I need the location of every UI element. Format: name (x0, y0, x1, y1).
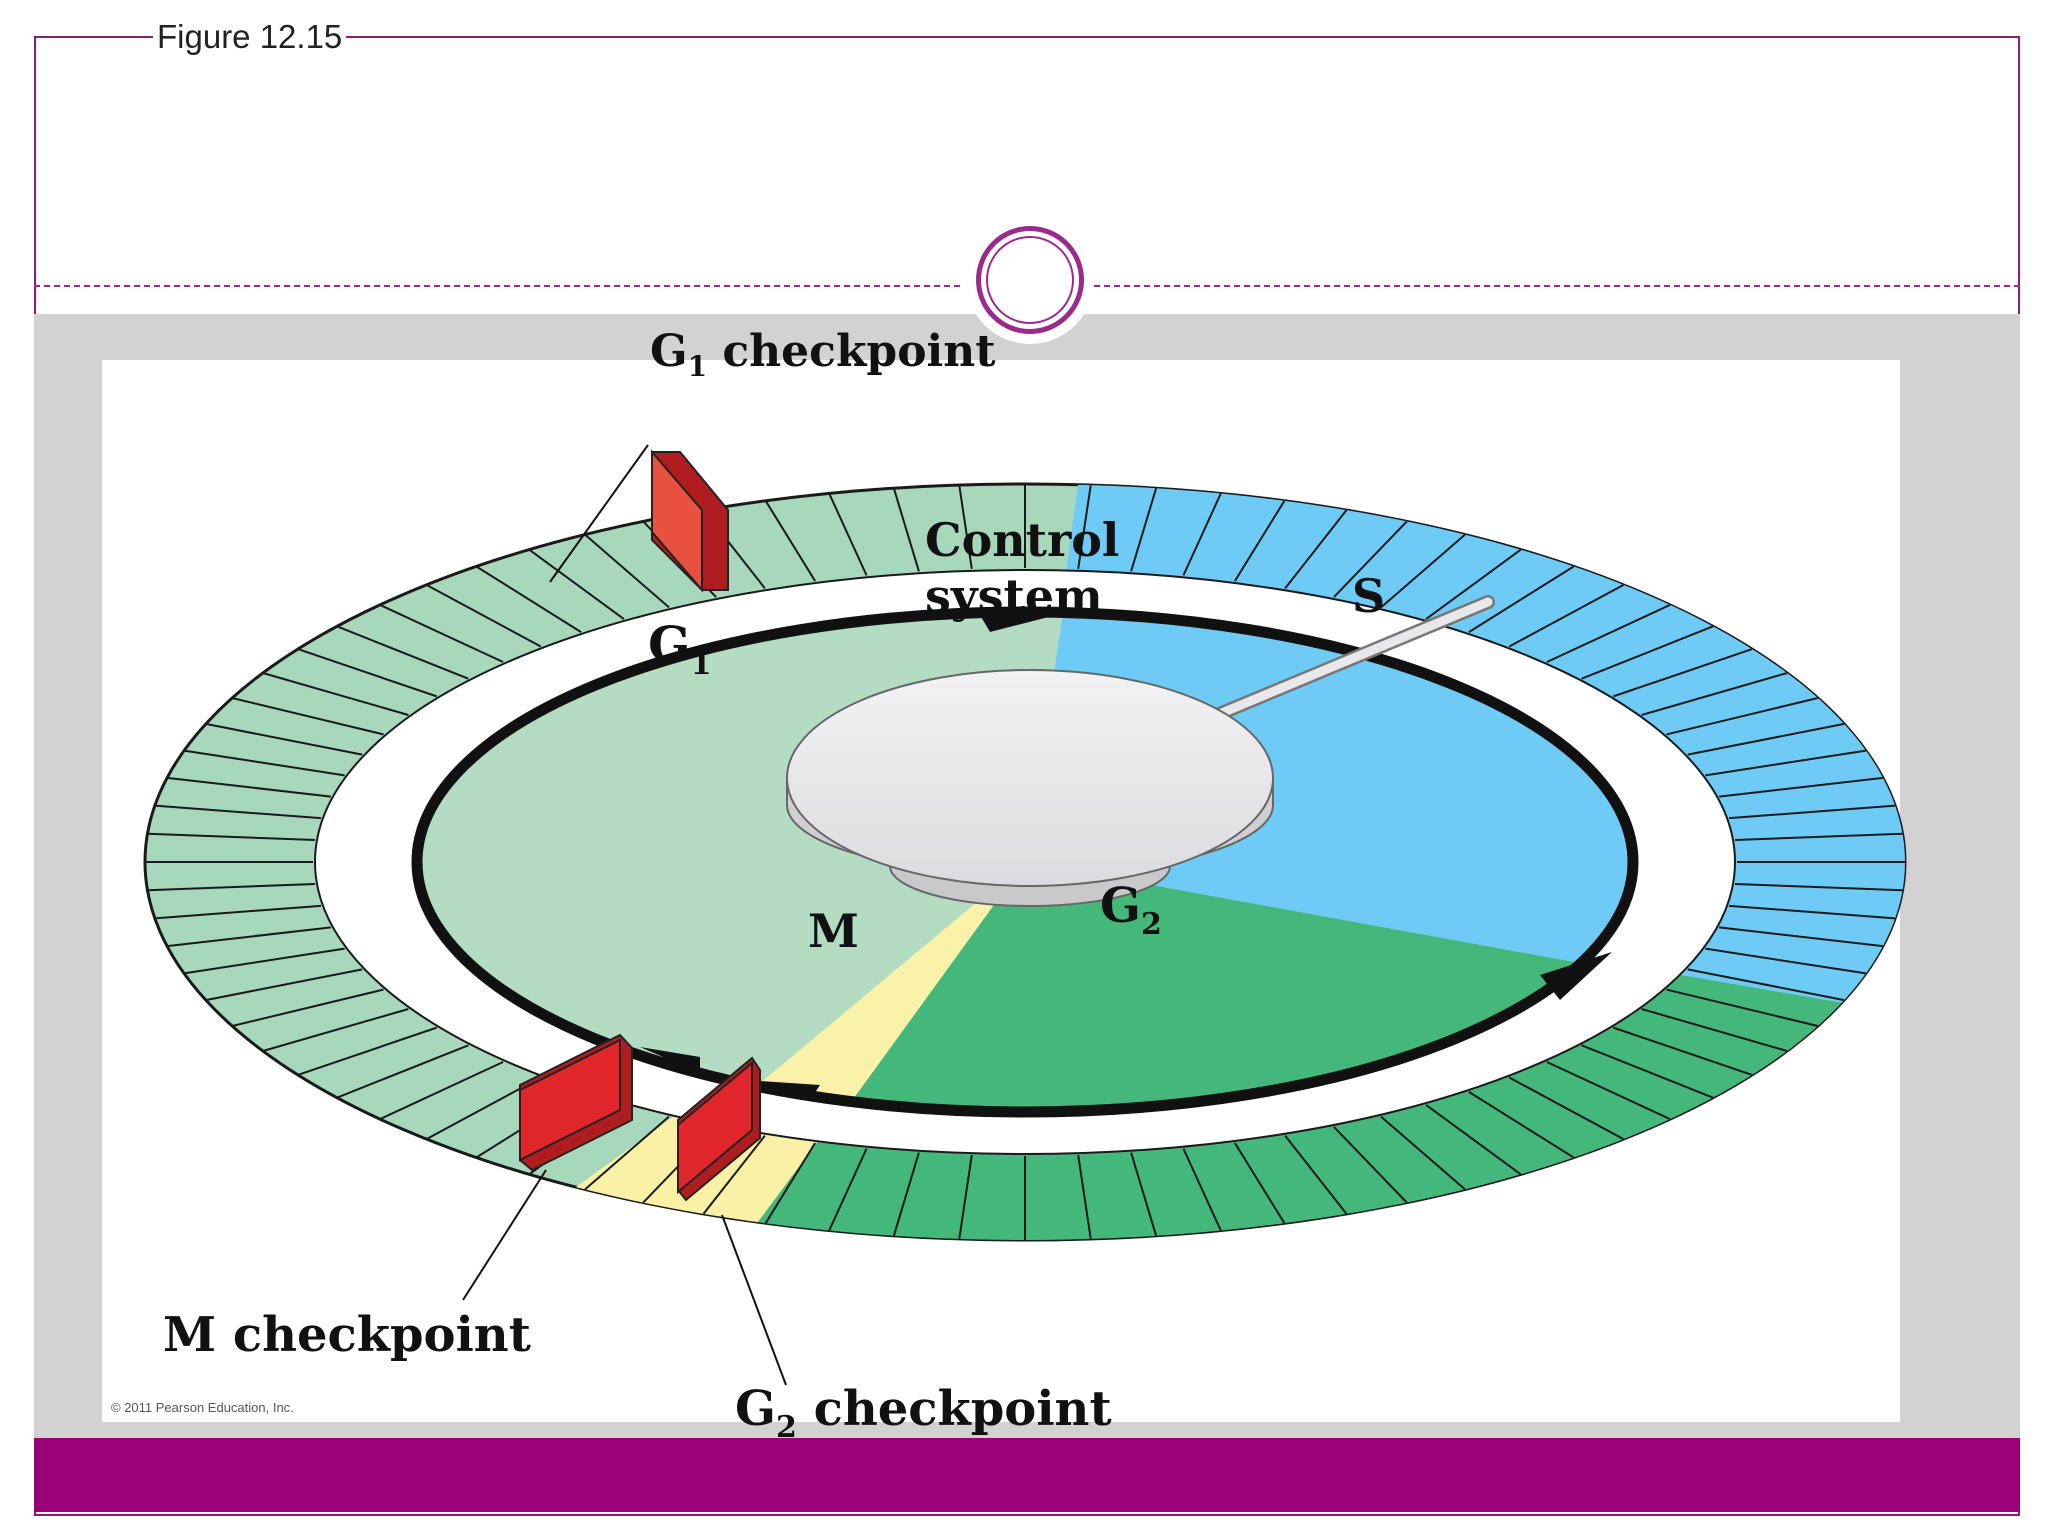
copyright-credit: © 2011 Pearson Education, Inc. (111, 1400, 294, 1415)
inner-m-sector (620, 862, 1025, 1114)
ring-tick (1705, 749, 1867, 777)
ring-tick (1612, 1026, 1753, 1076)
ring-tick (379, 603, 504, 663)
ring-tick (183, 749, 345, 777)
ring-tick (958, 1155, 973, 1240)
ring-tick (1284, 1135, 1348, 1215)
ring-tick (1130, 1152, 1158, 1237)
ring-tick (1581, 625, 1714, 680)
ring-tick (1182, 493, 1222, 576)
ring-tick (1468, 565, 1575, 633)
ring-tick (1333, 520, 1408, 598)
ring-tick (379, 1061, 504, 1121)
ring-tick (1077, 1155, 1092, 1240)
g2-phase-label: G2 (1100, 878, 1162, 942)
ring-tick (1666, 697, 1819, 736)
ring-tick (828, 493, 868, 576)
ring-tick (183, 947, 345, 975)
ring-tick (584, 1115, 670, 1191)
ring-tick (297, 1026, 438, 1076)
footer-bar (34, 1438, 2020, 1512)
ring-tick (425, 584, 542, 648)
ring-tick (1687, 968, 1845, 1002)
ring-tick (1581, 1044, 1714, 1099)
ring-tick (1380, 533, 1466, 609)
ring-tick (1719, 776, 1884, 798)
m-phase-label: M (808, 904, 859, 958)
ring-tick (892, 487, 920, 572)
ring-tick (166, 776, 331, 798)
ring-tick (475, 565, 582, 633)
ring-tick (828, 1148, 868, 1231)
figure-label: Figure 12.15 (153, 18, 347, 56)
ring-tick (1333, 1126, 1408, 1204)
ring-tick (892, 1152, 920, 1237)
ring-tick (1687, 722, 1845, 756)
ring-tick (231, 988, 384, 1027)
ring-tick (1425, 1104, 1522, 1176)
ring-tick (205, 722, 363, 756)
ring-tick (764, 500, 816, 582)
ring-tick (1508, 1076, 1625, 1140)
ring-tick (1130, 487, 1158, 572)
ring-tick (262, 672, 409, 716)
ring-tick (1734, 832, 1903, 842)
control-system-label-line1: Control (925, 513, 1119, 567)
header-divider-right (1094, 285, 2020, 287)
ring-tick (958, 484, 973, 569)
s-phase-label: S (1352, 569, 1385, 623)
ring-tick (205, 968, 363, 1002)
ring-tick (1425, 548, 1522, 620)
ring-tick (1380, 1115, 1466, 1191)
ring-tick (1641, 672, 1788, 716)
ring-tick (528, 548, 625, 620)
cycle-arrow-track (411, 606, 1639, 1118)
ring-tick (336, 625, 469, 680)
ring-tick (1077, 484, 1092, 569)
leader-lines (462, 444, 787, 1386)
g1-checkpoint-label: G1 checkpoint (650, 326, 996, 383)
ring-tick (154, 904, 322, 920)
ring-tick (1641, 1008, 1788, 1052)
control-system-label-line2: system (925, 569, 1103, 623)
control-system-hub (786, 595, 1495, 907)
ring-tick (147, 882, 316, 892)
ring-tick (1666, 988, 1819, 1027)
ring-tick (1182, 1148, 1222, 1231)
header-ornament-inner-ring (986, 236, 1074, 324)
ring-tick (1234, 500, 1286, 582)
ring-tick (1234, 1142, 1286, 1224)
header-divider-left (34, 285, 960, 287)
m-checkpoint-gate (519, 1033, 633, 1172)
ring-tick (1705, 947, 1867, 975)
ring-tick (147, 832, 316, 842)
ring-tick (154, 804, 322, 820)
ring-tick (166, 926, 331, 948)
ring-tick (764, 1142, 816, 1224)
m-checkpoint-label: M checkpoint (163, 1307, 531, 1363)
g1-checkpoint-gate (651, 449, 729, 593)
ring-tick (1508, 584, 1625, 648)
ring-tick (1468, 1091, 1575, 1159)
ring-tick (1728, 804, 1896, 820)
g1-phase-label: G1 (648, 615, 712, 682)
cycle-arrowheads (640, 614, 1612, 1100)
ring-tick (231, 697, 384, 736)
ring-tick (1284, 509, 1348, 589)
ring-tick (1719, 926, 1884, 948)
ring-tick (336, 1044, 469, 1099)
ring-tick (297, 648, 438, 698)
ring-tick (1728, 904, 1896, 920)
g2-checkpoint-gate (677, 1056, 761, 1202)
ring-tick (1734, 882, 1903, 892)
g2-checkpoint-label: G2 checkpoint (735, 1381, 1112, 1445)
ring-tick (262, 1008, 409, 1052)
ring-tick (1612, 648, 1753, 698)
ring-tick (702, 1135, 766, 1215)
inner-g2-sector (780, 862, 1635, 1114)
ring-tick (1546, 603, 1671, 663)
ring-tick (584, 533, 670, 609)
ring-tick (1546, 1061, 1671, 1121)
